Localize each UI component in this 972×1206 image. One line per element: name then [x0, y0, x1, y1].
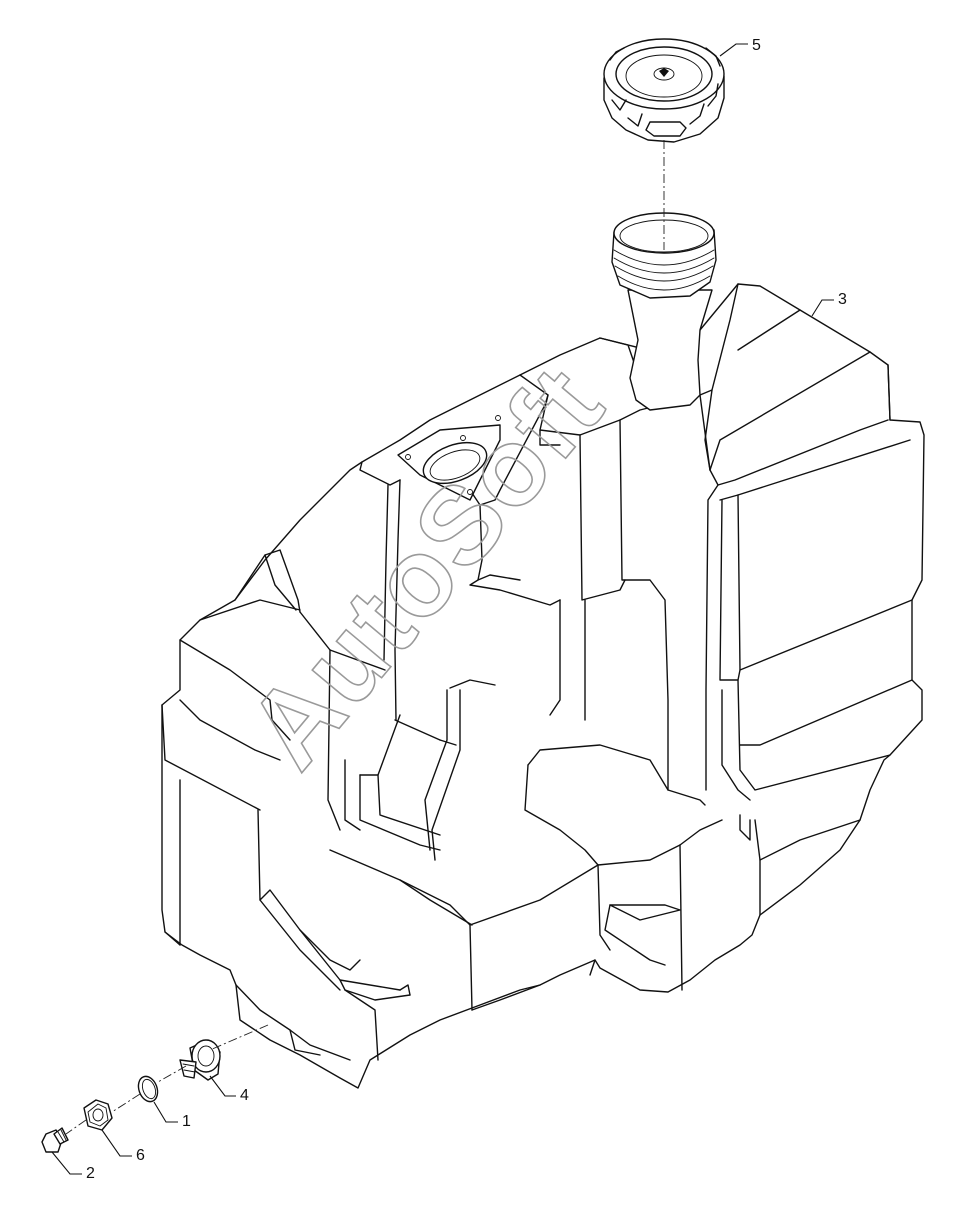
drain-fitting	[179, 1039, 221, 1081]
leader-2	[51, 1151, 82, 1175]
callout-3: 3	[838, 291, 847, 308]
o-ring	[137, 1075, 159, 1103]
leader-6	[101, 1129, 132, 1157]
callout-5: 5	[752, 37, 761, 54]
hex-nut	[83, 1099, 113, 1131]
callout-6: 6	[136, 1147, 145, 1164]
plug-bolt	[41, 1127, 69, 1153]
fuel-tank	[161, 283, 925, 1089]
fuel-cap	[603, 38, 725, 143]
callout-4: 4	[240, 1087, 249, 1104]
callout-2: 2	[86, 1165, 95, 1182]
leader-5	[719, 43, 748, 57]
filler-neck	[611, 212, 717, 411]
leader-3	[811, 299, 834, 317]
leader-4	[209, 1075, 236, 1097]
callout-1: 1	[182, 1113, 191, 1130]
leader-1	[153, 1101, 178, 1123]
